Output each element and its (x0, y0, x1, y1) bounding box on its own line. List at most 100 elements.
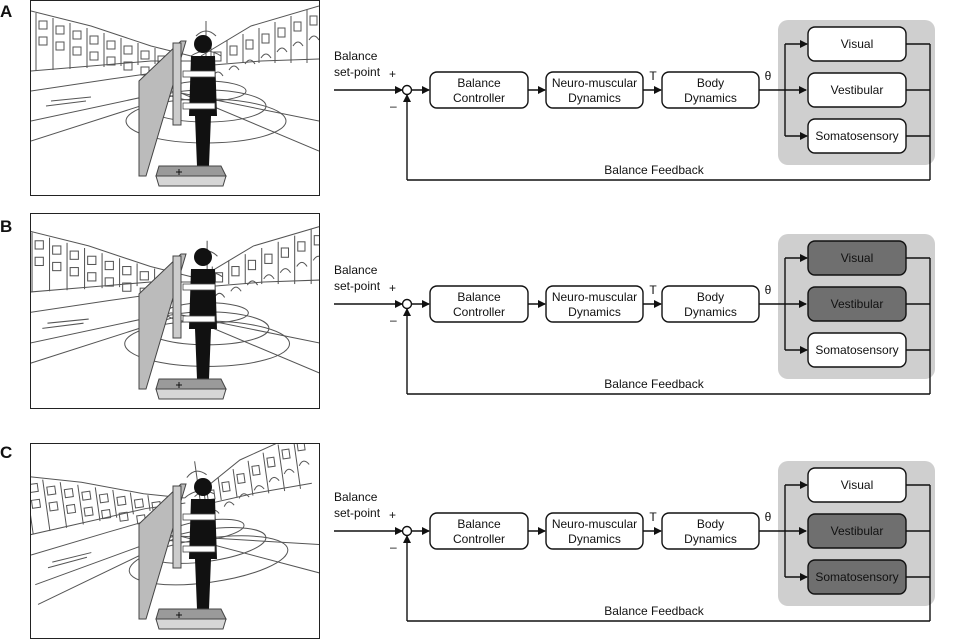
sensor-label: Somatosensory (815, 129, 898, 143)
window (139, 271, 149, 281)
setpoint-label: Balance (334, 490, 378, 504)
arch (298, 460, 310, 466)
building-outline (59, 482, 68, 528)
window (245, 39, 254, 50)
block-label: Dynamics (568, 91, 621, 105)
window (83, 506, 94, 517)
building-outline (42, 479, 51, 532)
balance-control-diagram: Balanceset-point+–BalanceControllerNeuro… (334, 234, 935, 395)
window (101, 509, 112, 520)
support-pole (172, 255, 182, 339)
theta-label: θ (765, 69, 772, 83)
building-outline (201, 279, 319, 288)
block-label: Dynamics (568, 305, 621, 319)
arch (238, 493, 250, 499)
window (104, 277, 114, 287)
building-outline (77, 484, 84, 525)
body-silhouette (189, 56, 217, 166)
scene-artwork (31, 5, 319, 187)
window (65, 503, 77, 515)
subject (138, 478, 227, 630)
window (55, 41, 65, 51)
support-pole (172, 42, 182, 126)
window (261, 33, 270, 44)
summing-junction (401, 525, 413, 537)
window (31, 482, 39, 494)
sensor-label: Vestibular (831, 297, 884, 311)
force-platform (155, 175, 227, 187)
street-scene-image (30, 213, 320, 409)
arch (308, 35, 319, 41)
window (122, 282, 132, 292)
sensor-label: Visual (841, 251, 873, 265)
block-label: Neuro-muscular (552, 290, 637, 304)
window (106, 40, 116, 50)
window (133, 498, 145, 509)
arch (230, 286, 242, 292)
head (194, 248, 212, 266)
building-outline (112, 489, 118, 518)
summing-junction (401, 84, 413, 96)
sensor-label: Somatosensory (815, 343, 898, 357)
window (87, 272, 97, 282)
sensor-label: Somatosensory (815, 570, 898, 584)
window (118, 511, 129, 522)
harness-strap (182, 315, 216, 323)
torque-label: T (649, 69, 657, 83)
window (89, 35, 99, 45)
block-label: Neuro-muscular (552, 76, 637, 90)
window (46, 485, 57, 496)
window (231, 266, 240, 277)
block-label: Balance (457, 290, 501, 304)
minus-sign: – (390, 540, 397, 554)
subject (138, 248, 227, 400)
panel-label: A (0, 2, 13, 21)
head (194, 478, 212, 496)
panel-label: B (0, 217, 13, 236)
platform-marker (176, 169, 182, 175)
building-outline (31, 475, 185, 499)
sensor-label: Vestibular (831, 524, 884, 538)
block-label: Neuro-muscular (552, 517, 637, 531)
window (72, 46, 82, 56)
sensor-label: Visual (841, 37, 873, 51)
window (313, 235, 319, 246)
window (31, 498, 42, 509)
window (293, 21, 302, 32)
window (140, 50, 150, 60)
setpoint-label: Balance (334, 263, 378, 277)
platform-marker (176, 382, 182, 388)
harness-strap (182, 283, 216, 291)
window (116, 495, 127, 506)
balance-control-diagram: Balanceset-point+–BalanceControllerNeuro… (334, 20, 935, 181)
block-label: Controller (453, 532, 505, 546)
feedback-label: Balance Feedback (604, 604, 704, 618)
block-label: Body (697, 76, 724, 90)
window (72, 30, 82, 40)
window (69, 267, 79, 277)
window (69, 250, 79, 260)
building-outline (31, 476, 34, 535)
setpoint-label: set-point (334, 506, 381, 520)
building-outline (200, 58, 319, 67)
window (251, 464, 261, 476)
building-outline (262, 452, 270, 494)
arch (312, 255, 319, 261)
harness-strap (182, 545, 216, 553)
arch (292, 41, 304, 47)
building-outline (277, 444, 286, 492)
plus-sign: + (389, 67, 396, 81)
window (63, 488, 74, 499)
window (297, 241, 306, 252)
theta-label: θ (765, 283, 772, 297)
window (214, 272, 224, 283)
window (38, 36, 48, 46)
building-outline (247, 460, 254, 496)
arch (228, 65, 240, 71)
arch (283, 468, 295, 475)
window (247, 259, 257, 271)
building-outline (200, 5, 319, 57)
building-outline (195, 482, 312, 508)
